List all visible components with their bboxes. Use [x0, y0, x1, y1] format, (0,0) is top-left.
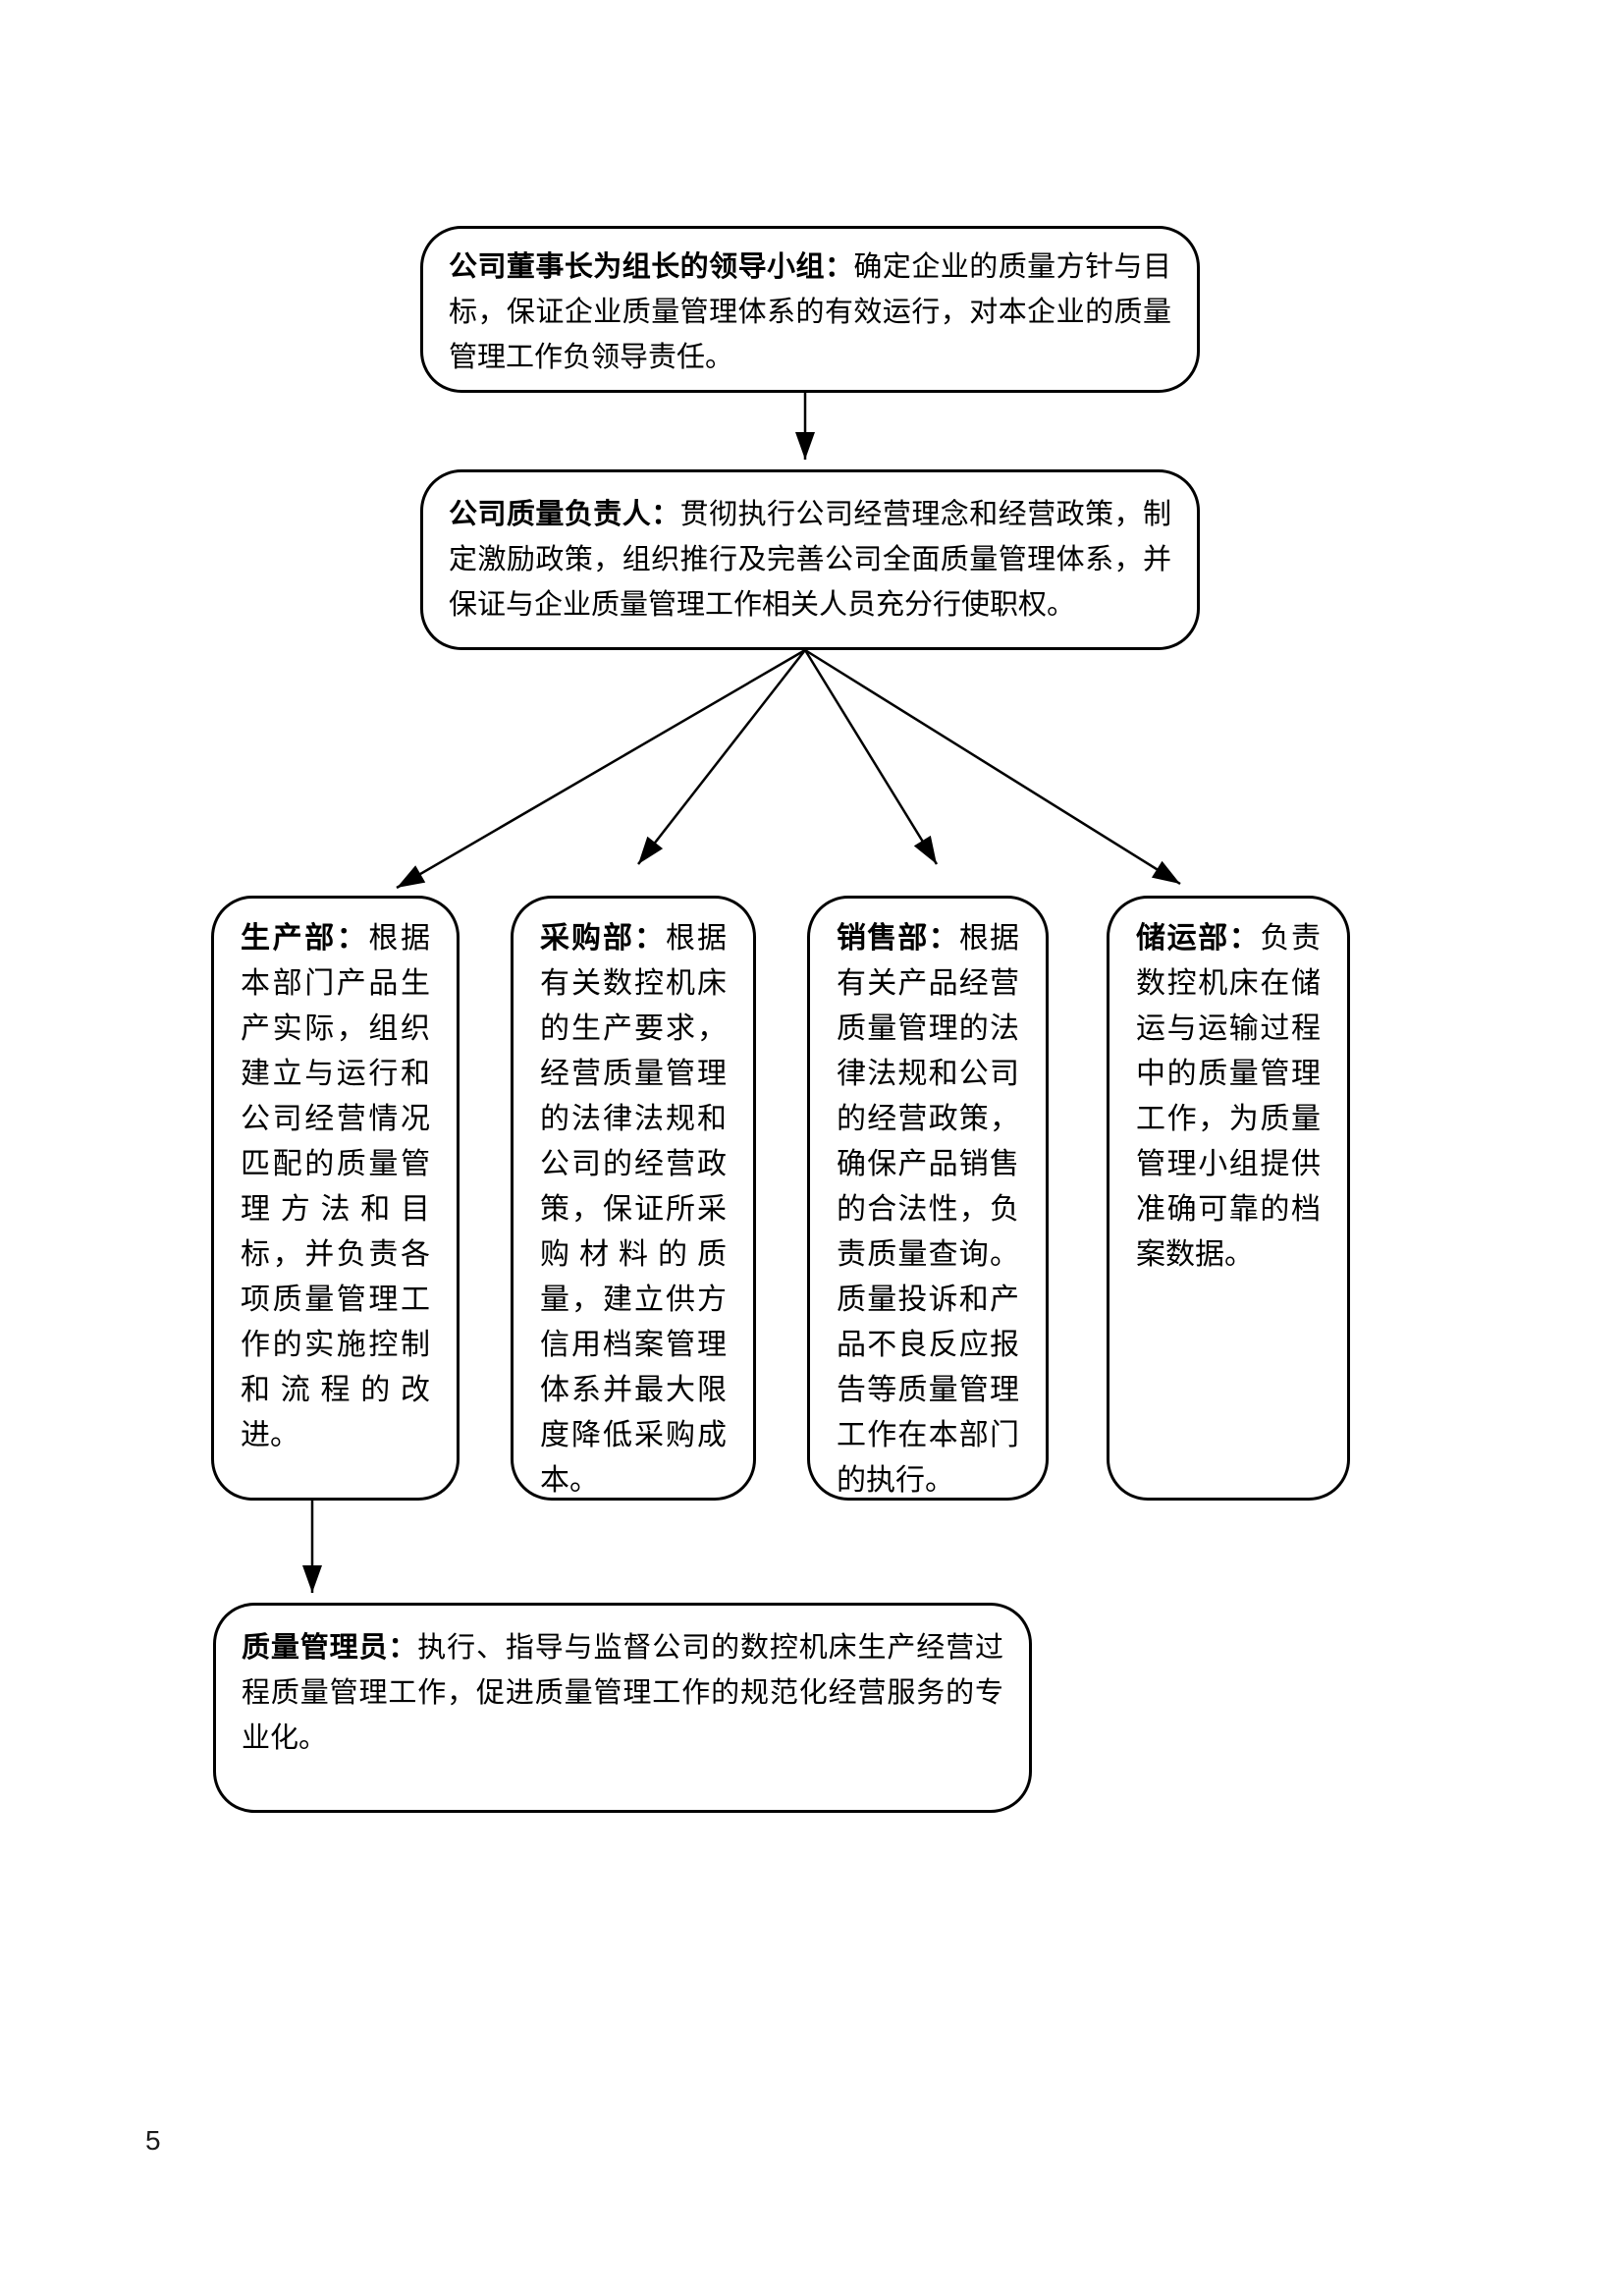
connector-quality-head-to-sales — [803, 649, 939, 865]
node-quality-manager-text: 质量管理员：执行、指导与监督公司的数控机床生产经营过程质量管理工作，促进质量管理… — [242, 1625, 1003, 1761]
node-quality-manager-body: 执行、指导与监督公司的数控机床生产经营过程质量管理工作，促进质量管理工作的规范化… — [242, 1632, 1003, 1754]
page-number: 5 — [145, 2125, 161, 2156]
node-quality-head: 公司质量负责人：贯彻执行公司经营理念和经营政策，制定激励政策，组织推行及完善公司… — [420, 469, 1200, 650]
node-purchasing-body: 根据有关数控机床的生产要求，经营质量管理的法律法规和公司的经营政策，保证所采购材… — [540, 922, 727, 1497]
node-storage-text: 储运部：负责数控机床在储运与运输过程中的质量管理工作，为质量管理小组提供准确可靠… — [1136, 916, 1321, 1278]
node-production-dept: 生产部：根据本部门产品生产实际，组织建立与运行和公司经营情况匹配的质量管理方法和… — [211, 896, 460, 1501]
connector-quality-head-to-purchasing — [637, 649, 806, 865]
node-leadership-group: 公司董事长为组长的领导小组：确定企业的质量方针与目标，保证企业质量管理体系的有效… — [420, 226, 1200, 393]
node-storage-dept: 储运部：负责数控机床在储运与运输过程中的质量管理工作，为质量管理小组提供准确可靠… — [1107, 896, 1350, 1501]
node-storage-label: 储运部： — [1136, 922, 1261, 955]
node-quality-head-label: 公司质量负责人： — [449, 499, 680, 530]
node-sales-label: 销售部： — [837, 922, 959, 955]
connector-quality-head-to-production — [396, 648, 806, 890]
node-quality-manager: 质量管理员：执行、指导与监督公司的数控机床生产经营过程质量管理工作，促进质量管理… — [213, 1603, 1032, 1813]
node-production-body: 根据本部门产品生产实际，组织建立与运行和公司经营情况匹配的质量管理方法和目标，并… — [241, 922, 431, 1451]
node-quality-head-text: 公司质量负责人：贯彻执行公司经营理念和经营政策，制定激励政策，组织推行及完善公司… — [449, 492, 1171, 628]
node-sales-body: 根据有关产品经营质量管理的法律法规和公司的经营政策，确保产品销售的合法性，负责质… — [837, 922, 1020, 1497]
node-sales-text: 销售部：根据有关产品经营质量管理的法律法规和公司的经营政策，确保产品销售的合法性… — [837, 916, 1019, 1503]
node-purchasing-text: 采购部：根据有关数控机床的生产要求，经营质量管理的法律法规和公司的经营政策，保证… — [540, 916, 727, 1503]
node-production-text: 生产部：根据本部门产品生产实际，组织建立与运行和公司经营情况匹配的质量管理方法和… — [241, 916, 430, 1458]
connector-quality-head-to-storage — [804, 648, 1181, 886]
node-production-label: 生产部： — [241, 922, 369, 955]
node-quality-manager-label: 质量管理员： — [242, 1632, 418, 1664]
node-quality-head-body: 贯彻执行公司经营理念和经营政策，制定激励政策，组织推行及完善公司全面质量管理体系… — [449, 499, 1171, 621]
node-sales-dept: 销售部：根据有关产品经营质量管理的法律法规和公司的经营政策，确保产品销售的合法性… — [807, 896, 1049, 1501]
node-purchasing-dept: 采购部：根据有关数控机床的生产要求，经营质量管理的法律法规和公司的经营政策，保证… — [511, 896, 756, 1501]
node-storage-body: 负责数控机床在储运与运输过程中的质量管理工作，为质量管理小组提供准确可靠的档案数… — [1136, 922, 1322, 1271]
node-leadership-label: 公司董事长为组长的领导小组： — [449, 251, 854, 283]
node-leadership-body: 确定企业的质量方针与目标，保证企业质量管理体系的有效运行，对本企业的质量管理工作… — [449, 251, 1171, 373]
node-purchasing-label: 采购部： — [540, 922, 666, 955]
node-leadership-text: 公司董事长为组长的领导小组：确定企业的质量方针与目标，保证企业质量管理体系的有效… — [449, 245, 1171, 380]
